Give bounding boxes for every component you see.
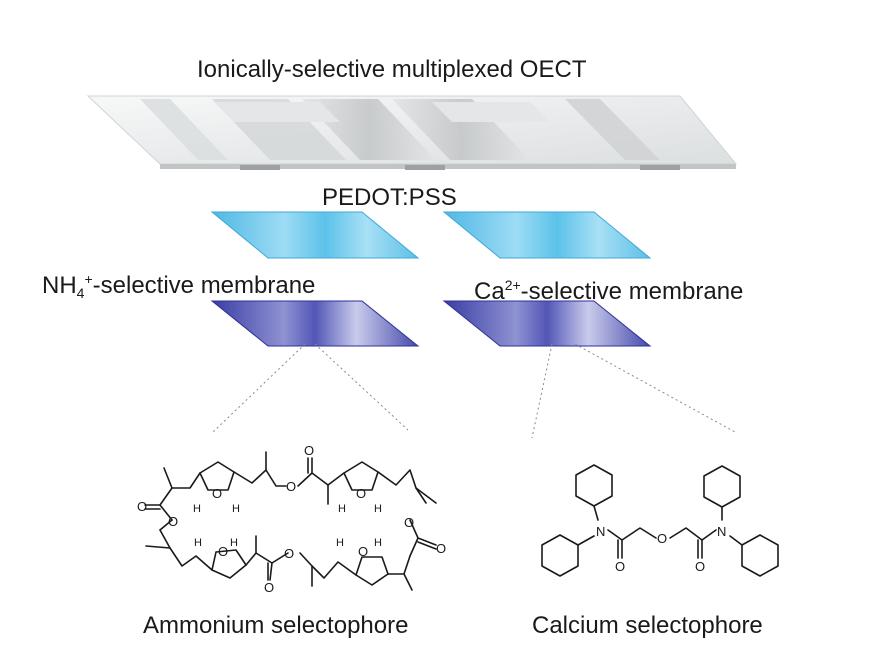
ammonium-atom-labels: O O O O O O O O O O O O H H H H H H H H [137, 443, 446, 595]
nh4-membrane-label: NH4+-selective membrane [42, 272, 315, 300]
pedot-pss-label: PEDOT:PSS [322, 184, 457, 211]
atom-label: H [193, 503, 201, 515]
atom-label: O [356, 486, 366, 501]
nh4-subscript: 4 [76, 285, 85, 301]
ca-suffix: -selective membrane [520, 278, 744, 305]
gate-pad [214, 102, 340, 122]
calcium-selectophore-caption: Calcium selectophore [532, 612, 763, 639]
calcium-selectophore-structure [541, 464, 779, 577]
atom-label: O [657, 531, 667, 546]
atom-label: O [284, 546, 294, 561]
atom-label: O [264, 580, 274, 595]
calcium-atom-labels: N N O O O [596, 524, 726, 574]
ca-membrane [442, 300, 652, 347]
atom-label: O [695, 559, 705, 574]
atom-label: N [596, 524, 605, 539]
figure-title: Ionically-selective multiplexed OECT [197, 56, 587, 83]
atom-label: H [230, 537, 238, 549]
atom-label: O [137, 499, 147, 514]
electrode-strip [392, 99, 530, 160]
atom-label: O [404, 515, 414, 530]
atom-label: O [358, 544, 368, 559]
atom-label: H [374, 503, 382, 515]
gate-pad [432, 102, 550, 122]
ammonium-selectophore-structure [144, 451, 437, 591]
atom-label: H [194, 537, 202, 549]
atom-label: O [286, 479, 296, 494]
atom-label: O [168, 514, 178, 529]
nh4-prefix: NH [42, 272, 77, 299]
ca-superscript: 2+ [504, 277, 521, 293]
ammonium-selectophore-caption: Ammonium selectophore [143, 612, 409, 639]
atom-label: N [717, 524, 726, 539]
nh4-suffix: -selective membrane [92, 272, 316, 299]
electrode-strip [302, 99, 436, 160]
atom-label: O [615, 559, 625, 574]
nh4-superscript: + [84, 271, 93, 287]
atom-label: O [212, 486, 222, 501]
atom-label: H [232, 503, 240, 515]
pedot-channel-left [210, 211, 420, 259]
electrode-strip [140, 99, 228, 160]
atom-label: H [336, 537, 344, 549]
atom-label: O [304, 443, 314, 458]
atom-label: O [436, 541, 446, 556]
ca-prefix: Ca [474, 278, 505, 305]
ca-membrane-label: Ca2+-selective membrane [474, 278, 743, 304]
oect-substrate [86, 95, 738, 170]
nh4-membrane [210, 300, 420, 347]
zoom-leader-lines [212, 343, 736, 439]
atom-label: H [338, 503, 346, 515]
pedot-channel-right [442, 211, 652, 259]
atom-label: H [374, 537, 382, 549]
atom-label: O [218, 544, 228, 559]
electrode-strip [565, 99, 660, 160]
